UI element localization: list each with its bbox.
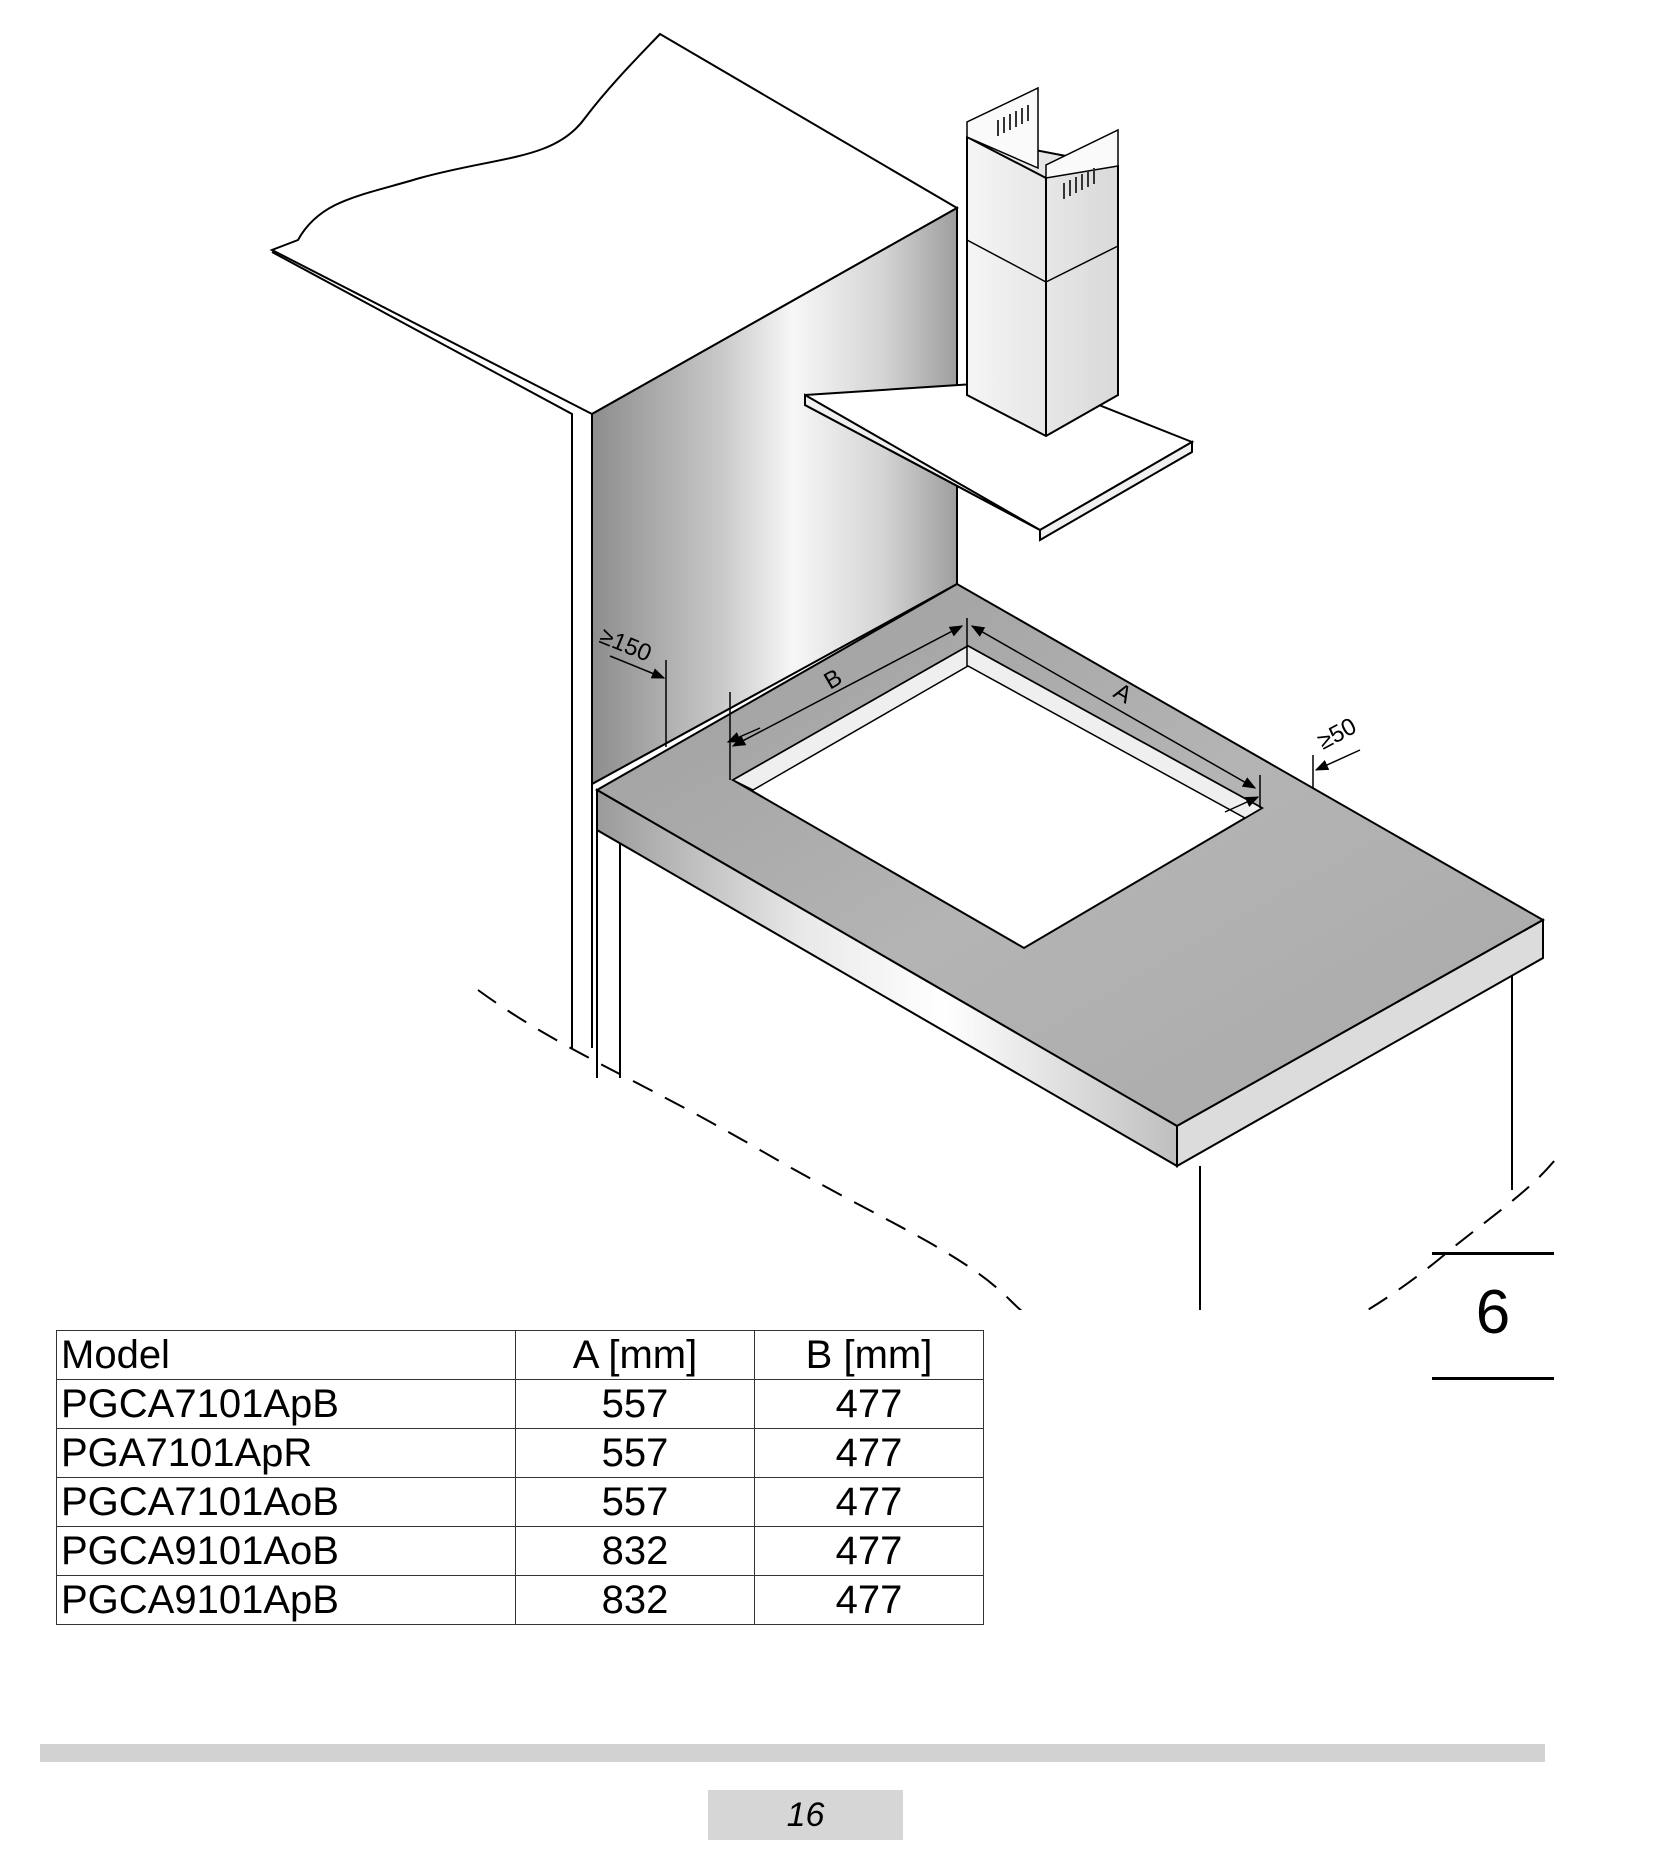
table-header-row: Model A [mm] B [mm] <box>56 1330 984 1380</box>
edge-clearance-label: ≥50 <box>1313 713 1361 756</box>
header-model: Model <box>56 1330 516 1380</box>
figure-number: 6 <box>1432 1252 1554 1380</box>
page-number: 16 <box>708 1790 903 1840</box>
cell-b: 477 <box>754 1526 984 1576</box>
cell-b: 477 <box>754 1379 984 1429</box>
table-row: PGCA7101AoB 557 477 <box>56 1477 984 1527</box>
cell-a: 557 <box>515 1428 755 1478</box>
table-row: PGA7101ApR 557 477 <box>56 1428 984 1478</box>
base-cabinet-lines <box>596 830 1513 1310</box>
table-row: PGCA7101ApB 557 477 <box>56 1379 984 1429</box>
floor-dashed-outline <box>477 989 1556 1310</box>
table-row: PGCA9101AoB 832 477 <box>56 1526 984 1576</box>
cell-model: PGCA9101AoB <box>56 1526 516 1576</box>
upper-cabinet-top <box>269 32 960 416</box>
cell-a: 832 <box>515 1575 755 1625</box>
countertop-side-edge <box>1176 918 1544 1168</box>
cell-model: PGCA7101AoB <box>56 1477 516 1527</box>
cell-model: PGA7101ApR <box>56 1428 516 1478</box>
table-row: PGCA9101ApB 832 477 <box>56 1575 984 1625</box>
installation-diagram: B A ≥150 ≥50 <box>269 32 1556 1310</box>
cell-b: 477 <box>754 1428 984 1478</box>
cell-b: 477 <box>754 1575 984 1625</box>
cooker-hood <box>804 86 1195 542</box>
cell-a: 557 <box>515 1379 755 1429</box>
dimensions-table: Model A [mm] B [mm] PGCA7101ApB 557 477 … <box>56 1330 984 1625</box>
cell-a: 557 <box>515 1477 755 1527</box>
footer-rule <box>40 1744 1545 1762</box>
figure-number-text: 6 <box>1475 1278 1511 1347</box>
header-b: B [mm] <box>754 1330 984 1380</box>
dimension-lines <box>609 618 1361 813</box>
cell-model: PGCA9101ApB <box>56 1575 516 1625</box>
cell-b: 477 <box>754 1477 984 1527</box>
cell-a: 832 <box>515 1526 755 1576</box>
header-a: A [mm] <box>515 1330 755 1380</box>
cell-model: PGCA7101ApB <box>56 1379 516 1429</box>
